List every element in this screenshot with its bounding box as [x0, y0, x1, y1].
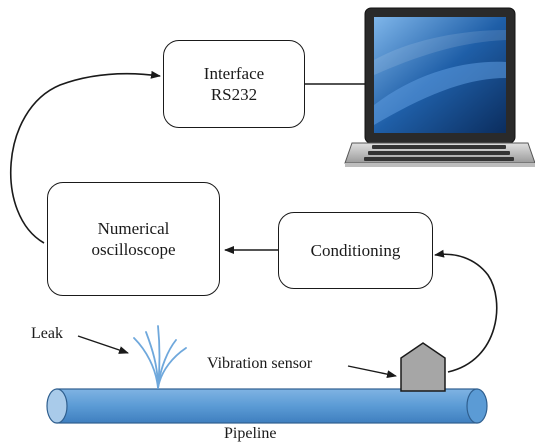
leak-label: Leak: [31, 325, 63, 342]
water-spray-icon: [133, 325, 187, 389]
oscilloscope-label-line2: oscilloscope: [91, 240, 176, 259]
conditioning-block: Conditioning: [278, 212, 433, 289]
vibration-sensor-icon: [400, 342, 446, 392]
laptop-icon: [344, 7, 535, 167]
vibration-sensor-label: Vibration sensor: [207, 355, 313, 372]
leak-pointer-arrow: [77, 335, 129, 354]
pipeline-icon: [46, 388, 488, 424]
conditioning-label: Conditioning: [310, 241, 401, 260]
oscilloscope-block: Numerical oscilloscope: [47, 182, 220, 296]
arrow-sensor-to-conditioning: [434, 249, 498, 373]
interface-label-line1: Interface: [203, 64, 265, 83]
interface-block: Interface RS232: [163, 40, 305, 128]
sensor-pointer-arrow: [347, 365, 397, 379]
pipeline-label: Pipeline: [224, 425, 277, 442]
interface-label-line2: RS232: [210, 85, 258, 104]
oscilloscope-label-line1: Numerical: [97, 219, 170, 238]
arrow-oscilloscope-to-interface: [9, 70, 161, 244]
